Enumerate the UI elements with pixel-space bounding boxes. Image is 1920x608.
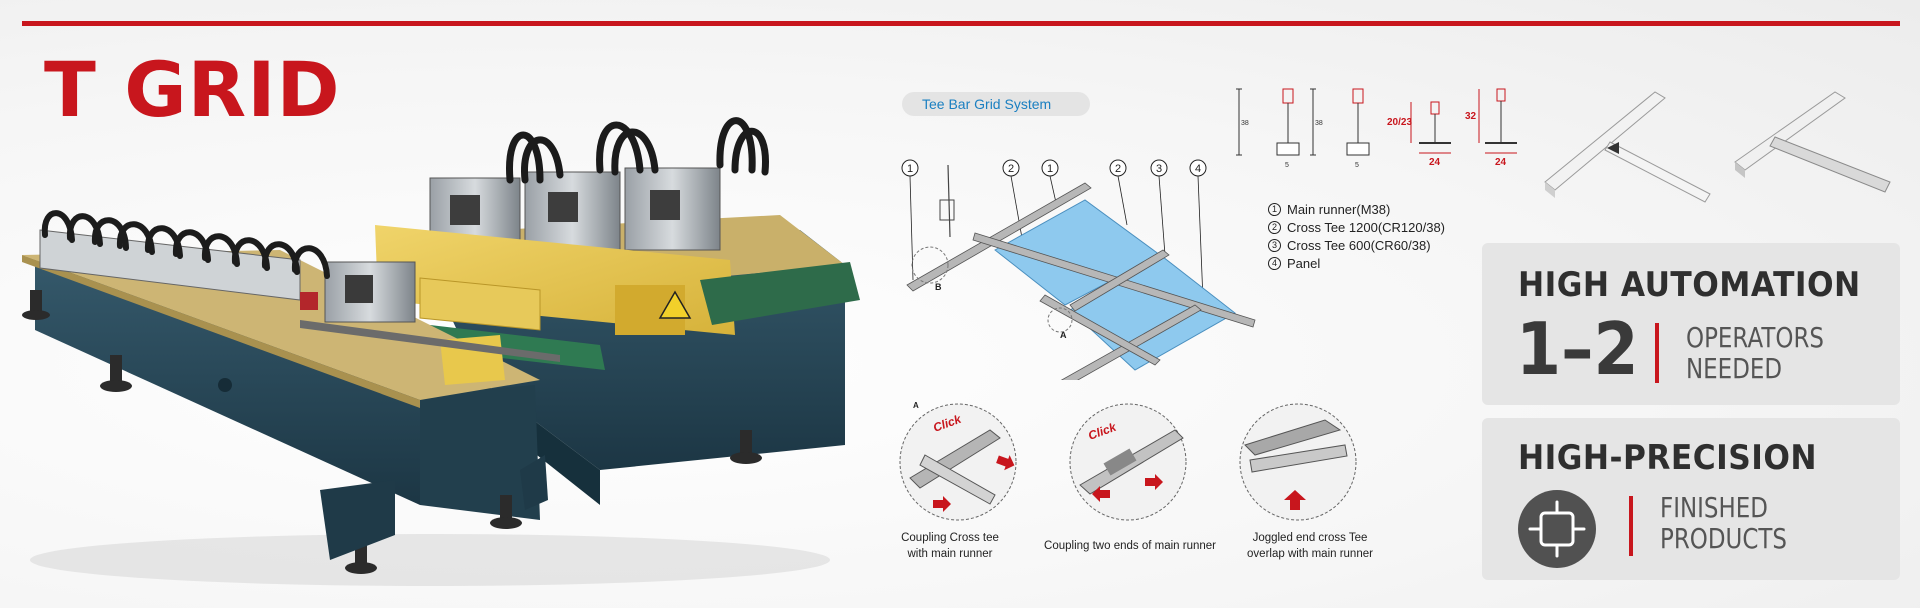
detail-c-caption: Joggled end cross Tee overlap with main …	[1225, 530, 1395, 562]
profile-3	[1410, 101, 1451, 154]
automation-subtitle: OPERATORS NEEDED	[1686, 322, 1824, 384]
caption-line: overlap with main runner	[1247, 548, 1373, 560]
divider-bar	[1655, 323, 1659, 383]
profile-4	[1478, 88, 1517, 154]
profile-3-width: 24	[1429, 157, 1441, 168]
precision-title: HIGH-PRECISION	[1518, 438, 1818, 478]
precision-card: HIGH-PRECISION FINISHED PRODUCTS	[1482, 418, 1900, 580]
operators-count: 1–2	[1516, 307, 1639, 391]
legend-item: 4 Panel	[1268, 254, 1445, 272]
profile-4-height: 32	[1465, 111, 1477, 122]
legend-number: 2	[1268, 220, 1281, 234]
profile-1-height: 38	[1241, 120, 1249, 127]
subtitle-line: PRODUCTS	[1660, 522, 1787, 555]
divider-bar	[1629, 496, 1633, 556]
caption-line: Coupling Cross tee	[901, 532, 999, 544]
detail-b: B Click	[1069, 403, 1187, 521]
detail-a: A Click	[899, 401, 1017, 521]
profile-2-width: 5	[1355, 162, 1359, 169]
subtitle-line: NEEDED	[1686, 352, 1783, 385]
legend-number: 3	[1268, 238, 1281, 252]
legend-text: Main runner(M38)	[1287, 201, 1391, 217]
automation-title: HIGH AUTOMATION	[1518, 265, 1861, 305]
top-rule	[22, 21, 1900, 26]
legend-text: Cross Tee 1200(CR120/38)	[1287, 219, 1446, 235]
legend-number: 4	[1268, 256, 1281, 270]
caption-line: Coupling two ends of main runner	[1044, 540, 1216, 552]
marker-2: 2	[1008, 163, 1014, 175]
legend-text: Panel	[1287, 255, 1321, 271]
section-label: Tee Bar Grid System	[902, 92, 1090, 116]
profile-3-height: 20/23	[1387, 117, 1412, 128]
precision-subtitle: FINISHED PRODUCTS	[1660, 492, 1787, 554]
automation-card: HIGH AUTOMATION 1–2 OPERATORS NEEDED	[1482, 243, 1900, 405]
profile-2	[1310, 88, 1370, 156]
marker-4: 4	[1195, 163, 1201, 175]
page-title: T GRID	[44, 45, 341, 134]
tee-bar-product-image	[1544, 91, 1891, 203]
profile-cross-sections: 38 5 38 5 20/23 24 32 24	[1236, 88, 1517, 169]
profile-2-height: 38	[1315, 120, 1323, 127]
profile-4-width: 24	[1495, 157, 1507, 168]
caption-line: Joggled end cross Tee	[1252, 532, 1368, 544]
detail-b-caption: Coupling two ends of main runner	[1030, 538, 1230, 554]
diagram-letter-a: A	[1060, 330, 1067, 340]
legend-number: 1	[1268, 202, 1281, 216]
marker-2b: 2	[1115, 163, 1121, 175]
subtitle-line: OPERATORS	[1686, 321, 1825, 354]
legend-item: 1 Main runner(M38)	[1268, 200, 1445, 218]
marker-1: 1	[907, 163, 913, 175]
legend-text: Cross Tee 600(CR60/38)	[1287, 237, 1431, 253]
legend-item: 3 Cross Tee 600(CR60/38)	[1268, 236, 1445, 254]
subtitle-line: FINISHED	[1660, 491, 1768, 524]
profile-1-width: 5	[1285, 162, 1289, 169]
legend-item: 2 Cross Tee 1200(CR120/38)	[1268, 218, 1445, 236]
grid-system-diagram: 1 2 1 2 3 4 B A	[901, 159, 1256, 380]
detail-a-tag: A	[913, 401, 919, 410]
marker-1b: 1	[1047, 163, 1053, 175]
component-legend: 1 Main runner(M38) 2 Cross Tee 1200(CR12…	[1268, 200, 1445, 272]
detail-c	[1239, 403, 1357, 521]
detail-illustrations: A Click B Click	[899, 401, 1357, 521]
detail-a-caption: Coupling Cross tee with main runner	[880, 530, 1020, 562]
roll-forming-machine-image	[22, 117, 860, 586]
diagram-letter-b: B	[935, 282, 942, 292]
profile-1	[1236, 88, 1300, 156]
marker-3: 3	[1156, 163, 1162, 175]
caption-line: with main runner	[907, 548, 993, 560]
precision-chip-icon	[1518, 490, 1596, 568]
